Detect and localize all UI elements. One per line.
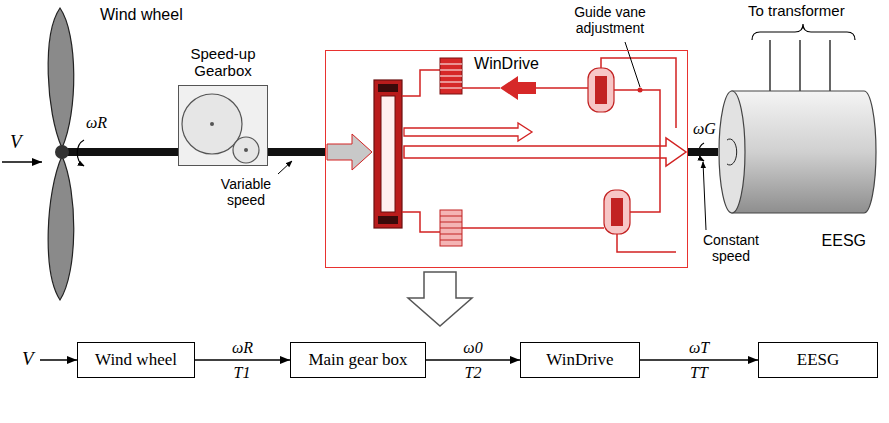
output-arrow bbox=[404, 138, 686, 166]
rotation-mark bbox=[727, 139, 737, 165]
linkage-line bbox=[402, 212, 440, 232]
torque-symbol: T2 bbox=[465, 364, 482, 382]
note-text: Guide vane adjustment bbox=[560, 4, 660, 36]
gear-axle bbox=[210, 122, 214, 126]
signal-arrow bbox=[640, 359, 758, 360]
variable-symbol: V bbox=[10, 131, 22, 153]
rotation-arrow bbox=[77, 140, 84, 166]
part-name: EESG bbox=[822, 232, 866, 250]
leader-line bbox=[278, 161, 292, 174]
gearbox-housing: Speed-up Gearbox bbox=[178, 85, 268, 166]
block-name: WinDrive bbox=[546, 350, 613, 370]
wind-arrow bbox=[2, 161, 42, 163]
note-text: Variable speed bbox=[213, 176, 279, 208]
torque-converter bbox=[595, 76, 607, 104]
leader-line bbox=[625, 42, 640, 87]
torque-converter bbox=[604, 190, 630, 234]
linkage-line bbox=[617, 234, 676, 252]
signal-arrow bbox=[426, 359, 520, 360]
carrier-cap bbox=[378, 216, 398, 224]
turbine-hub bbox=[55, 145, 69, 159]
speed-symbol: ωR bbox=[86, 114, 107, 132]
gear-axle bbox=[244, 148, 248, 152]
turbine-blade bbox=[48, 8, 74, 148]
linkage-line bbox=[601, 58, 676, 128]
block-name: Wind wheel bbox=[95, 350, 177, 370]
brace bbox=[752, 24, 855, 40]
part-name: Wind wheel bbox=[100, 6, 183, 24]
gear-wheel bbox=[233, 137, 259, 163]
generator-face bbox=[719, 91, 745, 213]
torque-symbol: T1 bbox=[234, 364, 251, 382]
note-text: Constant speed bbox=[698, 232, 764, 264]
block-name: Main gear box bbox=[308, 350, 407, 370]
linkage-line bbox=[462, 227, 604, 229]
windrive-unit: WinDrive bbox=[325, 50, 688, 268]
carrier-cap bbox=[378, 84, 398, 92]
input-arrow bbox=[40, 359, 77, 360]
gear-wheel bbox=[182, 94, 242, 154]
gear-teeth bbox=[440, 216, 462, 240]
block-box: Wind wheel bbox=[77, 342, 195, 378]
signal-symbol: ω0 bbox=[463, 339, 482, 357]
ring-gear bbox=[440, 58, 462, 94]
ring-gear bbox=[440, 210, 462, 246]
terminal-wire bbox=[770, 40, 830, 92]
generator: EESG bbox=[718, 90, 878, 214]
drive-shaft bbox=[268, 148, 325, 156]
torque-converter bbox=[588, 68, 614, 112]
block-box: Main gear box bbox=[290, 342, 426, 378]
part-name: Speed-up Gearbox bbox=[173, 45, 273, 79]
planet-carrier bbox=[374, 80, 402, 228]
drive-shaft bbox=[688, 148, 718, 156]
note-text: To transformer bbox=[748, 2, 845, 19]
feedback-arrow bbox=[500, 76, 536, 100]
turbine-blade bbox=[48, 156, 74, 300]
block-name: EESG bbox=[797, 350, 840, 370]
linkage-line bbox=[402, 70, 440, 96]
part-name: WinDrive bbox=[474, 55, 539, 73]
leader-dot bbox=[638, 88, 643, 93]
linkage-line bbox=[614, 90, 660, 212]
torque-converter bbox=[611, 198, 623, 226]
signal-symbol: ωT bbox=[689, 339, 709, 357]
speed-symbol: ωG bbox=[693, 120, 716, 138]
planet-carrier bbox=[381, 96, 395, 212]
block-box: EESG bbox=[758, 342, 878, 378]
signal-symbol: ωR bbox=[232, 339, 253, 357]
block-arrow bbox=[408, 272, 472, 326]
power-arrow bbox=[404, 123, 532, 141]
torque-symbol: TT bbox=[690, 364, 708, 382]
block-box: WinDrive bbox=[520, 342, 640, 378]
gear-teeth bbox=[440, 64, 462, 88]
signal-arrow bbox=[195, 359, 290, 360]
gearbox-fill bbox=[178, 85, 268, 166]
generator-body bbox=[732, 91, 876, 213]
generator-cylinder bbox=[718, 90, 878, 214]
input-arrow bbox=[327, 134, 372, 170]
variable-symbol: V bbox=[22, 348, 34, 370]
leader-line bbox=[703, 162, 706, 230]
